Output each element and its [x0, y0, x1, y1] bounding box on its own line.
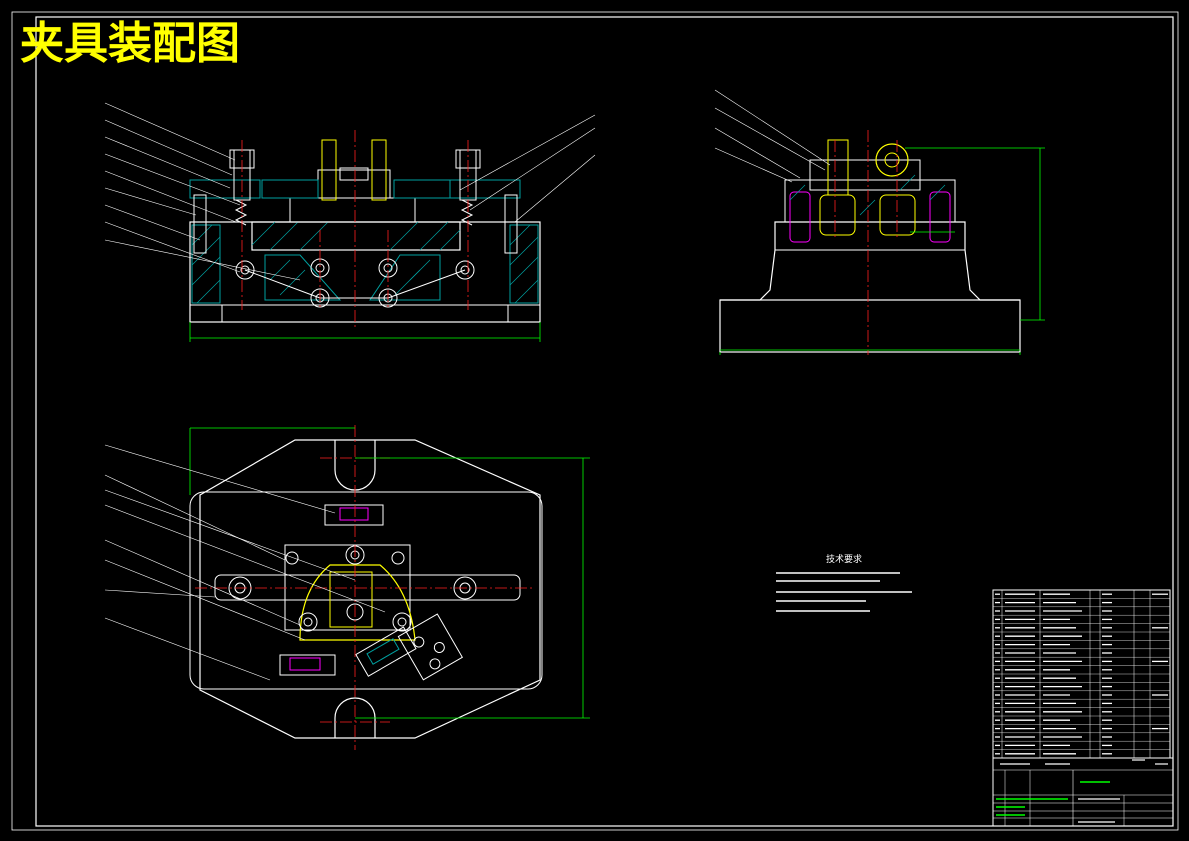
drawing-inner-frame [35, 16, 1174, 827]
front-left-lever [264, 254, 342, 301]
corner-mark [1163, 16, 1174, 27]
top-view-workpiece [299, 564, 416, 641]
side-view-eye-ring [875, 143, 909, 177]
top-view [104, 425, 590, 750]
front-right-lever [369, 254, 441, 301]
front-view [104, 102, 596, 342]
front-right-wall-hatch [509, 224, 539, 304]
parts-list-table [992, 589, 1171, 759]
front-top-yellow-block [321, 139, 337, 201]
technical-requirements: 技术要求 [776, 553, 912, 612]
title-block [992, 757, 1174, 827]
drawing-outer-border [11, 11, 1179, 831]
side-view-base [719, 299, 1021, 353]
side-view [714, 89, 1045, 355]
front-clamp-plate [251, 221, 461, 251]
drawing-title: 夹具装配图 [20, 18, 240, 69]
front-view-base [189, 221, 541, 323]
technical-requirements-heading: 技术要求 [826, 553, 862, 565]
